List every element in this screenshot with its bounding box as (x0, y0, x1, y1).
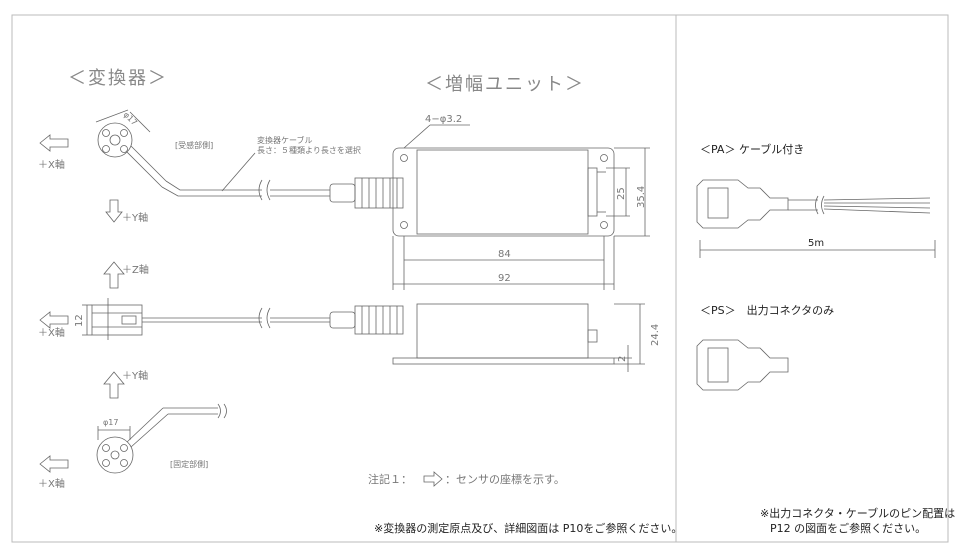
plus-x-axis-label: ＋X軸 (38, 328, 65, 339)
amplifier-top-view (392, 124, 615, 237)
plus-z-axis-label: ＋Z軸 (122, 265, 149, 276)
transducer-title: ＜変換器＞ (68, 68, 168, 89)
transducer-bottom-view (96, 403, 227, 474)
plus-x-axis-label: ＋X軸 (38, 479, 65, 490)
dimension-24-4: 24.4 (650, 323, 661, 346)
x-axis-arrow-icon (39, 311, 69, 329)
footnote-left: ※変換器の測定原点及び、詳細図面は P10をご参照ください。 (374, 522, 683, 535)
ps-connector-drawing (696, 339, 789, 391)
dimension-84: 84 (498, 249, 511, 260)
cable-note-line1: 変換器ケーブル (257, 136, 313, 145)
note-1-text: ：センサの座標を示す。 (445, 473, 565, 486)
dimension-2: 2 (617, 355, 628, 362)
y-axis-arrow-icon (105, 199, 123, 223)
plus-y-axis-label: ＋Y軸 (122, 213, 149, 224)
pa-connector-drawing (696, 179, 936, 258)
connector-side (329, 305, 404, 335)
fixed-part-label: [固定部側] (170, 460, 209, 469)
dimension-25: 25 (616, 187, 627, 200)
sensing-part-label: [受感部側] (175, 141, 214, 150)
pa-length: 5m (808, 238, 825, 249)
sheet-border (11, 14, 949, 543)
footnote-right-line2: P12 の図面をご参照ください。 (770, 522, 927, 535)
diameter-17-bottom: φ17 (103, 418, 119, 427)
footnote-right-line1: ※出力コネクタ・ケーブルのピン配置は (760, 507, 956, 520)
pa-label: ＜PA＞ ケーブル付き (700, 143, 805, 156)
plus-y-axis-label: ＋Y軸 (122, 371, 149, 382)
amplifier-side-view (392, 303, 645, 372)
y-axis-arrow-icon (103, 371, 125, 399)
transducer-top-view (95, 109, 167, 188)
dimension-92: 92 (498, 273, 511, 284)
connector-top (329, 177, 404, 209)
z-axis-arrow-icon (103, 261, 125, 289)
dimension-lines-top (392, 147, 650, 290)
transducer-cable-top (161, 152, 330, 201)
ps-label: ＜PS＞ 出力コネクタのみ (700, 304, 835, 317)
plus-x-axis-label: ＋X軸 (38, 160, 65, 171)
cable-note-line2: 長さ：５種類より長さを選択 (257, 146, 361, 155)
note-1-label: 注記１： (368, 473, 412, 486)
x-axis-arrow-icon (39, 134, 69, 152)
dimension-35-4: 35.4 (636, 185, 647, 208)
dimension-12: 12 (74, 314, 85, 327)
hole-dimension: 4−φ3.2 (425, 114, 463, 125)
x-axis-arrow-icon (39, 455, 69, 473)
coordinate-arrow-icon (423, 471, 443, 487)
transducer-side-view (82, 298, 330, 340)
amplifier-title: ＜増幅ユニット＞ (425, 74, 585, 95)
